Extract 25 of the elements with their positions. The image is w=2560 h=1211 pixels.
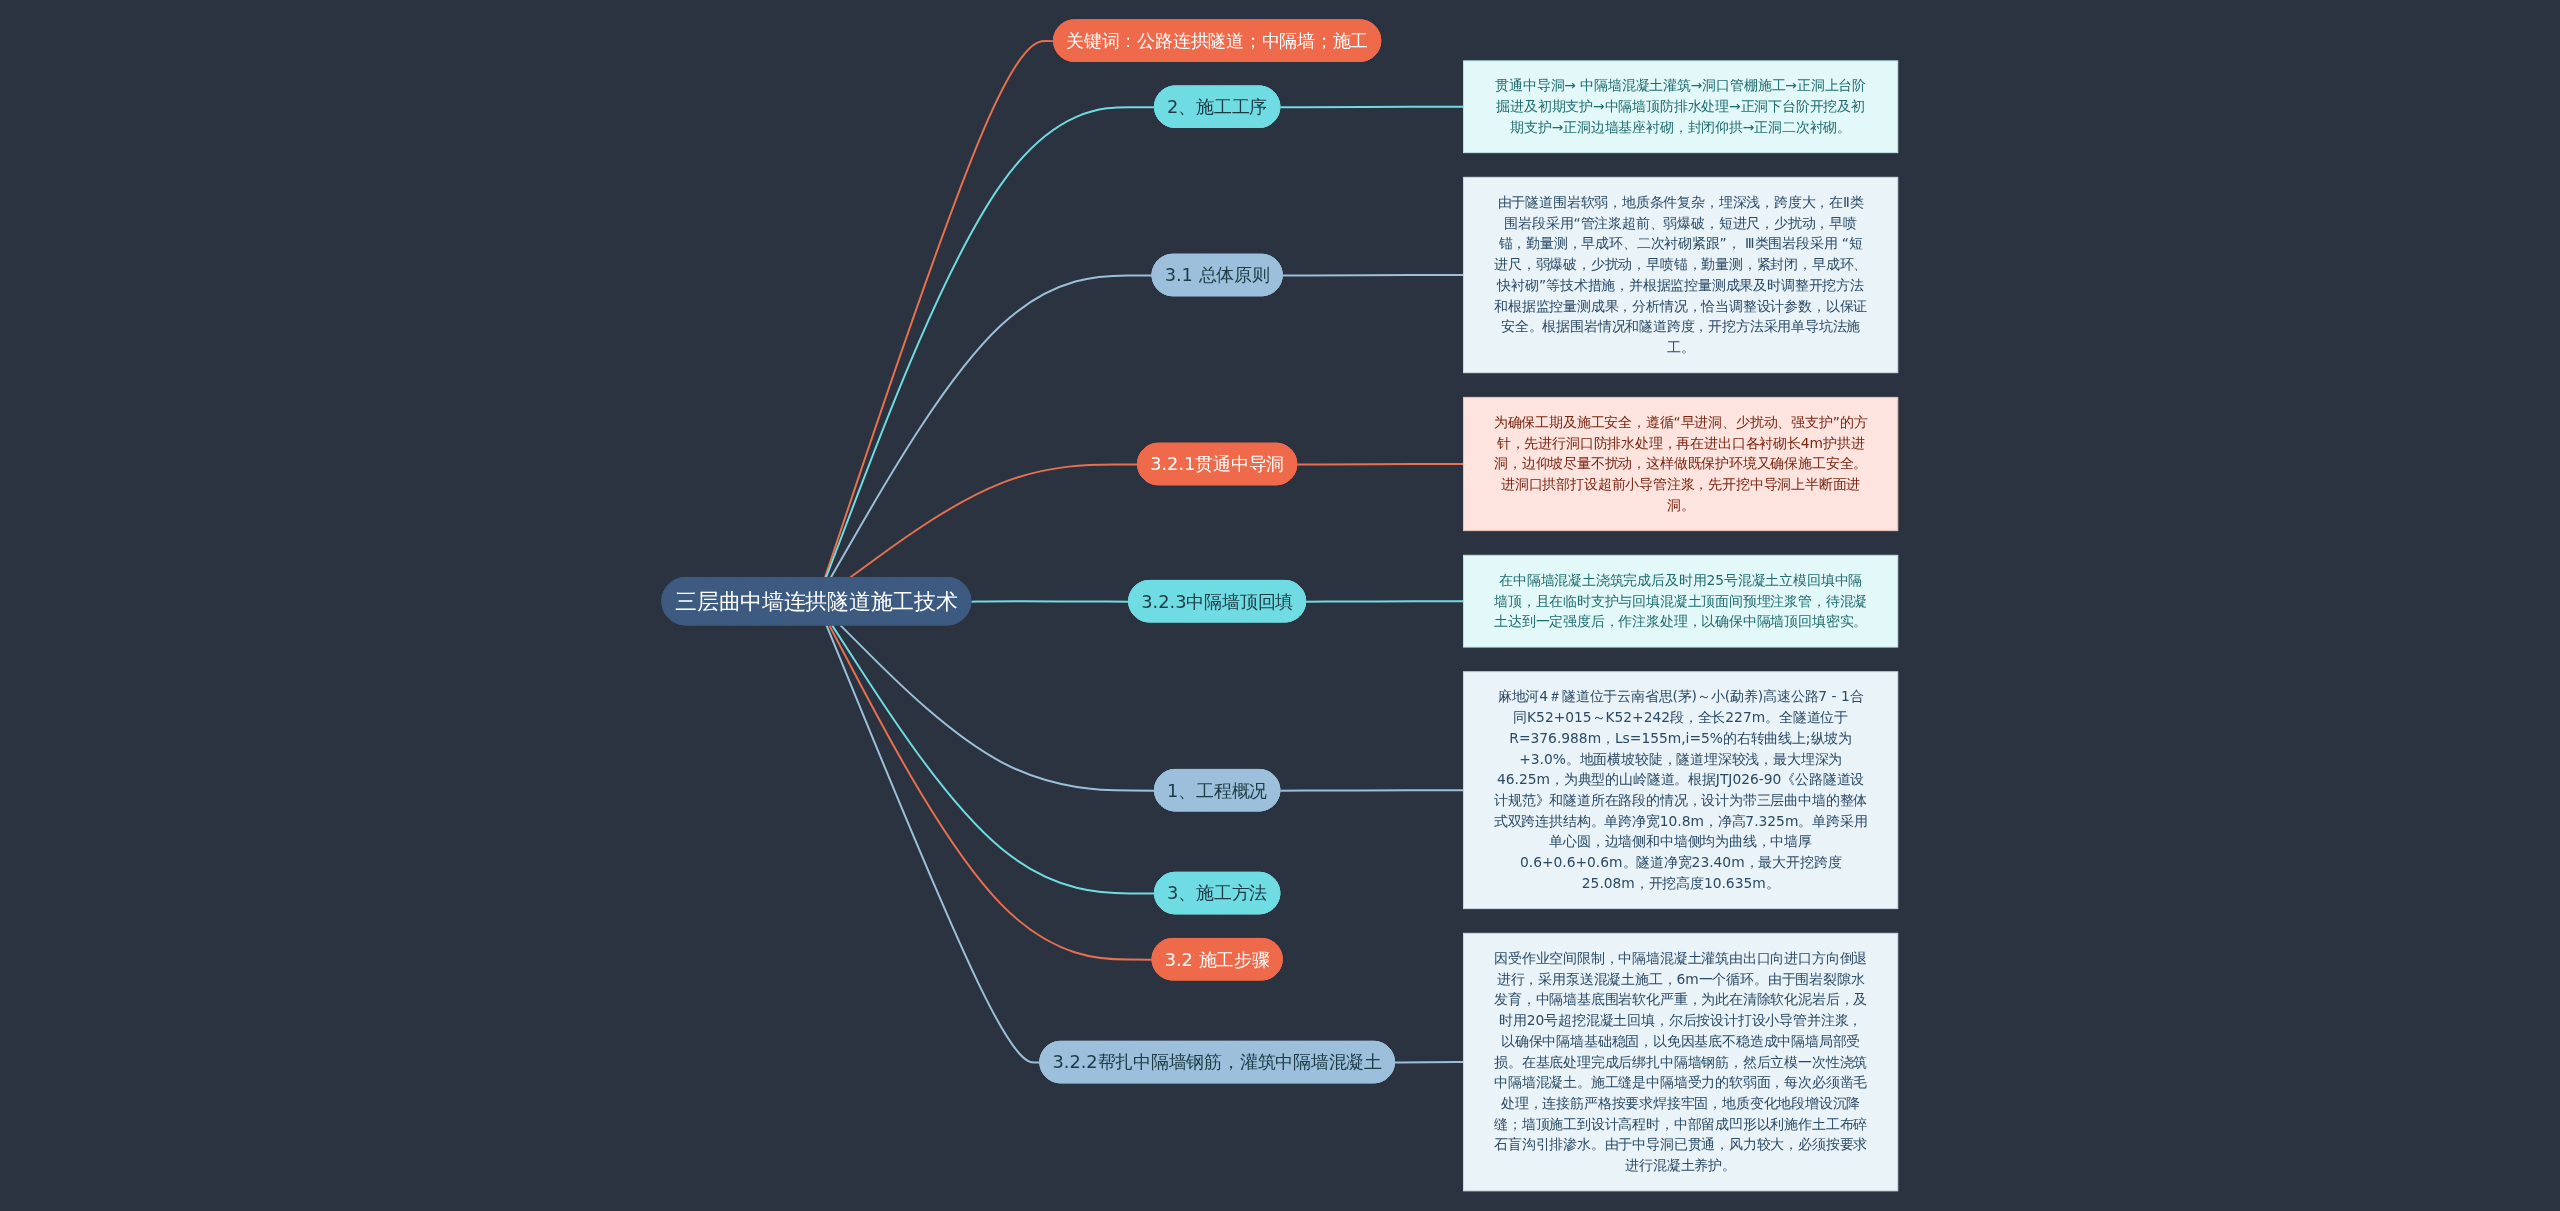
note-box: 因受作业空间限制，中隔墙混凝土灌筑由出口向进口方向倒退进行，采用泵送混凝土施工，6m一个循环。由于围岩裂隙水发育，中隔墙基底围岩软化严重，为此在清除软化泥岩后，及时用20号超挖混凝土回填，尔后按设计打设小导管并注浆，以确保中隔墙基础稳固，以免因基底不稳造成中隔墙局部受损。在基底处理完成后绑扎中隔墙钢筋，然后立模一次性浇筑中隔墙混凝土。施工缝是中隔墙受力的软弱面，每次必须凿毛处理，连接筋严格按要求焊接牢固，地质变化地段增设沉降缝；墙顶施工到设计高程时，中部留成凹形以利施作土工布碎石盲沟引排渗水。由于中导洞已贯通，风力较大，必须按要求进行混凝土养护。: [1463, 932, 1899, 1192]
connector-line: [1279, 105, 1465, 109]
connector-line: [1296, 463, 1465, 466]
note-box: 麻地河4＃隧道位于云南省思(茅)～小(勐养)高速公路7 - 1合同K52+015～K52+242段，全长227m。全隧道位于R=376.988m，Ls=155m,i=5%的右转曲线上;纵坡为+3.0%。地面横坡较陡，隧道埋深较浅，最大埋深为46.25m，为典型的山岭隧道。根据JTJ026-90《公路隧道设计规范》和隧道所在路段的情况，设计为带三层曲中墙的整体式双跨连拱结构。单跨净宽10.8m，净高7.325m。单跨采用单心圆，边墙侧和中墙侧均为曲线，中墙厚0.6+0.6+0.6m。隧道净宽23.40m，最大开挖跨度25.08m，开挖高度10.635m。: [1463, 671, 1899, 910]
note-box: 在中隔墙混凝土浇筑完成后及时用25号混凝土立模回填中隔墙顶，且在临时支护与回填混凝土顶面间预埋注浆管，待混凝土达到一定强度后，作注浆处理，以确保中隔墙顶回填密实。: [1463, 554, 1899, 648]
topic-node: 3、施工方法: [1154, 871, 1281, 915]
topic-node: 1、工程概况: [1154, 769, 1281, 812]
connector-line: [1305, 600, 1465, 603]
connector-line: [828, 624, 1154, 961]
connector-line: [970, 600, 1131, 603]
topic-node: 3.1 总体原则: [1151, 253, 1283, 297]
topic-node: 3.2 施工步骤: [1151, 938, 1283, 981]
topic-node: 三层曲中墙连拱隧道施工技术: [661, 577, 972, 626]
connector-line: [1281, 274, 1465, 277]
note-box: 贯通中导洞→ 中隔墙混凝土灌筑→洞口管棚施工→正洞上台阶掘进及初期支护→中隔墙顶防排水处理→正洞下台阶开挖及初期支护→正洞边墙基座衬砌，封闭仰拱→正洞二次衬砌。: [1463, 60, 1899, 154]
connector-line: [825, 624, 1042, 1064]
topic-node: 2、施工工序: [1154, 85, 1281, 129]
connector-line: [1279, 789, 1465, 792]
note-box: 为确保工期及施工安全，遵循“早进洞、少扰动、强支护”的方针，先进行洞口防排水处理，再在进出口各衬砌长4m护拱进洞，边仰坡尽量不扰动，这样做既保护环境又确保施工安全。进洞口拱部打设超前小导管注浆，先开挖中导洞上半断面进洞。: [1463, 397, 1899, 532]
topic-node: 关键词：公路连拱隧道；中隔墙；施工: [1053, 19, 1382, 62]
topic-node: 3.2.2帮扎中隔墙钢筋，灌筑中隔墙混凝土: [1039, 1040, 1396, 1084]
connector-line: [1394, 1061, 1465, 1064]
topic-node: 3.2.3中隔墙顶回填: [1128, 580, 1307, 623]
topic-node: 3.2.1贯通中导洞: [1137, 442, 1298, 486]
note-box: 由于隧道围岩软弱，地质条件复杂，埋深浅，跨度大，在Ⅱ类围岩段采用“管注浆超前、弱爆破，短进尺，少扰动，早喷锚，勤量测，早成环、二次衬砌紧跟”， Ⅲ类围岩段采用 “短进尺，弱爆破，少扰动，早喷锚，勤量测，紧封闭，早成环、快衬砌”等技术措施，并根据监控量测成果及时调整开挖方法和根据监控量测成果，分析情况，恰当调整设计参数，以保证安全。根据围岩情况和隧道跨度，开挖方法采用单导坑法施工。: [1463, 176, 1899, 374]
